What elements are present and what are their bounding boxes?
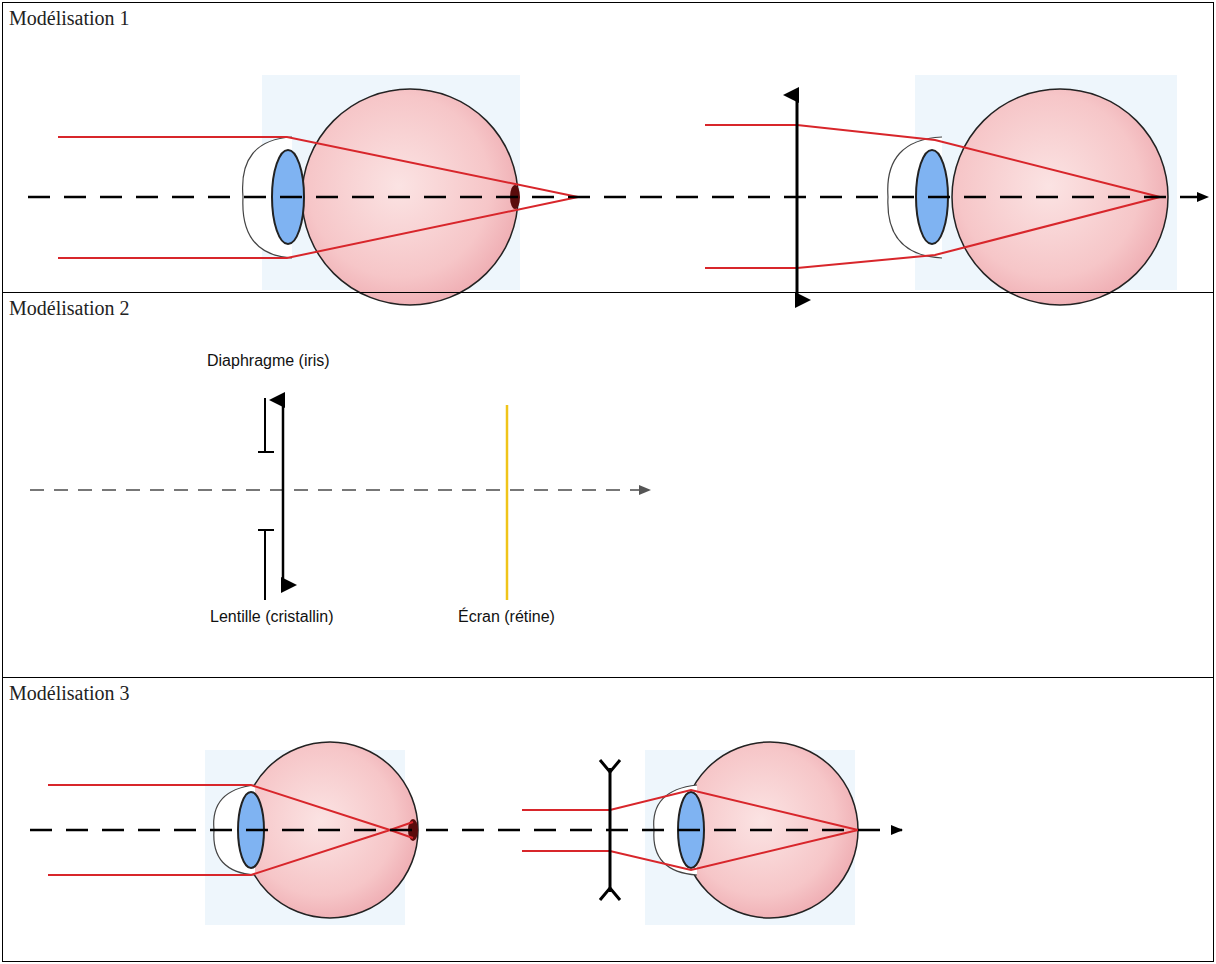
table-cell: Modélisation 1 — [2, 2, 1214, 293]
part-label: Diaphragme (iris) — [205, 352, 332, 370]
part-label: Écran (rétine) — [456, 608, 557, 626]
cell-heading: Modélisation 2 — [9, 297, 130, 320]
table-cell: Modélisation 3 — [2, 677, 1214, 962]
part-label: Lentille (cristallin) — [208, 608, 336, 626]
cell-heading: Modélisation 3 — [9, 682, 130, 705]
table-cell: Modélisation 2 — [2, 292, 1214, 678]
cell-heading: Modélisation 1 — [9, 7, 130, 30]
